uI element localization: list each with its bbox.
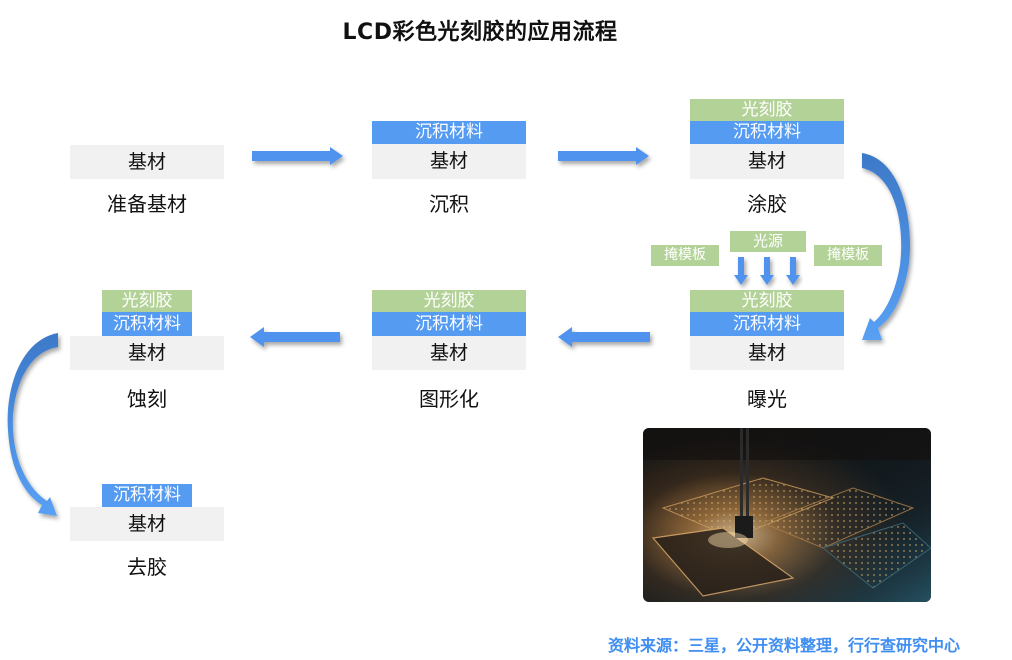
- light-source-label: 光源: [730, 231, 806, 252]
- source-note: 资料来源：三星，公开资料整理，行行查研究中心: [607, 636, 960, 655]
- mask-label-left: 掩模板: [651, 245, 719, 266]
- layer-substrate: 基材: [372, 336, 526, 370]
- step-label: 去胶: [127, 555, 167, 579]
- layer-deposit: 沉积材料: [102, 312, 192, 336]
- layer-deposit: 沉积材料: [690, 312, 844, 336]
- layer-substrate: 基材: [70, 336, 224, 370]
- curved-arrow-left: [7, 333, 58, 516]
- layer-deposit: 沉积材料: [102, 484, 192, 507]
- layer-resist: 光刻胶: [102, 290, 192, 312]
- curved-arrow-right: [862, 153, 911, 340]
- layer-substrate: 基材: [70, 507, 224, 541]
- step-label: 涂胶: [747, 192, 787, 216]
- mask-label-right: 掩模板: [814, 245, 882, 266]
- diagram-title: LCD彩色光刻胶的应用流程: [342, 20, 618, 45]
- light-arrow-3: [786, 257, 800, 285]
- step-label: 曝光: [747, 387, 787, 411]
- arrow-left-2: [250, 327, 340, 347]
- layer-deposit: 沉积材料: [372, 121, 526, 144]
- layer-resist: 光刻胶: [690, 290, 844, 312]
- equipment-photo-illustration: [643, 428, 931, 602]
- layer-deposit: 沉积材料: [690, 121, 844, 144]
- arrow-right-1: [252, 147, 343, 165]
- light-arrow-2: [760, 257, 774, 285]
- equipment-photo: [643, 428, 931, 602]
- arrow-right-2: [558, 147, 649, 165]
- step-label: 图形化: [419, 387, 479, 411]
- arrow-left-1: [558, 327, 650, 347]
- step-label: 蚀刻: [127, 387, 167, 411]
- layer-substrate: 基材: [690, 336, 844, 370]
- layer-substrate: 基材: [372, 144, 526, 179]
- layer-substrate: 基材: [690, 144, 844, 179]
- layer-substrate: 基材: [70, 145, 224, 179]
- layer-resist: 光刻胶: [690, 99, 844, 121]
- step-label: 沉积: [429, 192, 469, 216]
- layer-deposit: 沉积材料: [372, 312, 526, 336]
- step-label: 准备基材: [107, 192, 187, 216]
- layer-resist: 光刻胶: [372, 290, 526, 312]
- light-arrow-1: [734, 257, 748, 285]
